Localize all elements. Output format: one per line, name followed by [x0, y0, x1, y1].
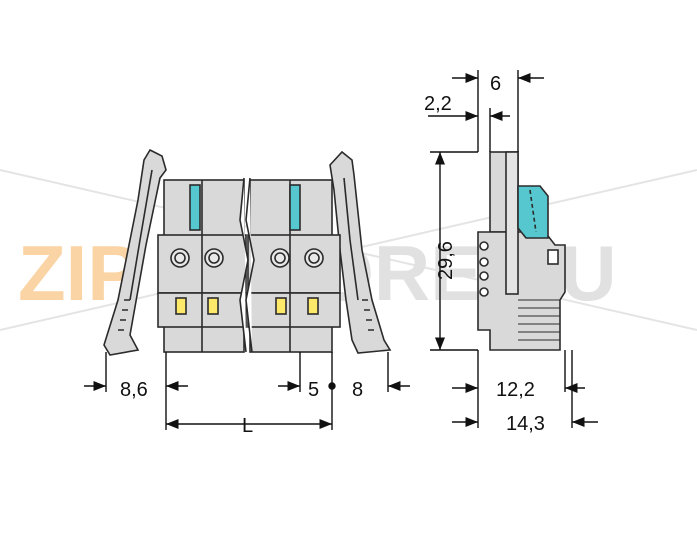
- dim-front-right-width: 8: [352, 379, 363, 401]
- dim-side-total-width: 14,3: [506, 413, 545, 435]
- front-view: [103, 148, 392, 356]
- dim-side-top-offset: 2,2: [424, 93, 452, 115]
- left-latch-lever: [103, 148, 167, 356]
- side-dimensions: [428, 70, 598, 428]
- release-button: [289, 184, 301, 231]
- dim-front-left-width: 8,6: [120, 379, 148, 401]
- dim-side-top-width: 6: [490, 73, 501, 95]
- right-latch-lever: [329, 150, 392, 354]
- dim-side-height: 29,6: [435, 241, 457, 280]
- release-button: [189, 184, 201, 231]
- break-mark: [239, 177, 249, 353]
- screw-openings: [170, 248, 324, 268]
- side-view: [477, 151, 566, 351]
- dim-side-bottom-width: 12,2: [496, 379, 535, 401]
- dim-front-pitch: 5: [308, 379, 319, 401]
- pitch-dot: [328, 382, 336, 390]
- front-dimensions: [84, 352, 410, 430]
- dim-front-length: L: [242, 415, 253, 437]
- contact-slots: [175, 297, 319, 315]
